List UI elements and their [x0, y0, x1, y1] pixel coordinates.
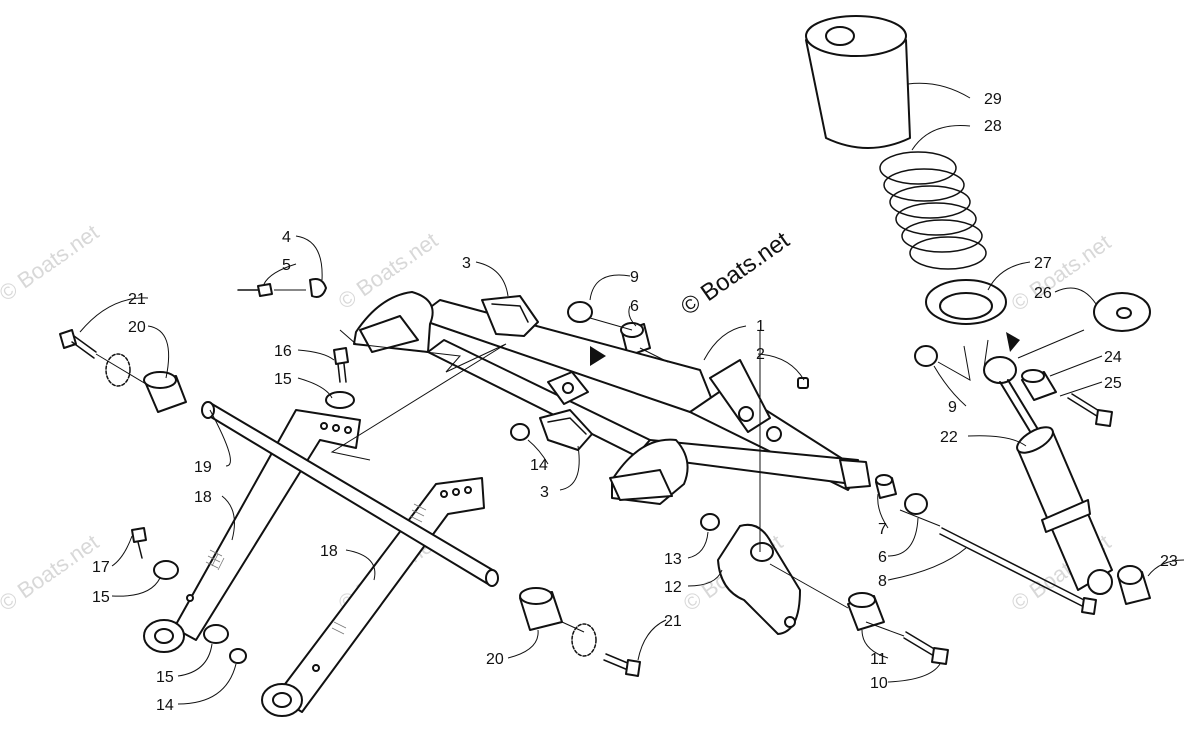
callout-7: 7 — [878, 521, 887, 538]
reference-arrow-left — [590, 346, 606, 366]
callout-25: 25 — [1104, 375, 1122, 392]
callout-14-center: 14 — [530, 457, 548, 474]
part-7-bushing — [875, 474, 897, 499]
part-21-bolt-right — [571, 623, 641, 677]
callout-20-left: 20 — [128, 319, 146, 336]
callout-11: 11 — [870, 651, 887, 668]
callout-leaders — [79, 82, 1185, 705]
part-28-spring — [879, 151, 987, 270]
callout-6-top: 6 — [630, 298, 639, 315]
callout-17: 17 — [92, 559, 110, 576]
callout-15-lower: 15 — [156, 669, 174, 686]
callout-15-top: 15 — [274, 371, 292, 388]
callout-23: 23 — [1160, 553, 1178, 570]
part-15-washer-left — [153, 560, 179, 580]
callout-28: 28 — [984, 118, 1002, 135]
part-29-bumper — [805, 15, 911, 149]
callout-27: 27 — [1034, 255, 1052, 272]
part-20-bushing-left — [143, 371, 187, 413]
part-20-bushing-right — [519, 587, 563, 631]
part-18-arm-right — [261, 477, 485, 717]
callout-16: 16 — [274, 343, 292, 360]
part-27-retainer — [925, 279, 1007, 325]
callout-9-right: 9 — [948, 399, 957, 416]
callout-14-lower: 14 — [156, 697, 174, 714]
part-12-bracket — [717, 523, 801, 635]
callout-12: 12 — [664, 579, 682, 596]
part-23-bushing — [1117, 565, 1151, 605]
part-5-rivet — [237, 283, 273, 297]
part-6-bushing-top — [620, 322, 651, 357]
part-25-bolt — [1067, 393, 1113, 427]
callout-3-lower: 3 — [540, 484, 549, 501]
part-1-a-frame — [415, 299, 871, 491]
callout-5: 5 — [282, 257, 291, 274]
callout-15-left: 15 — [92, 589, 110, 606]
part-11-spacer — [847, 592, 885, 631]
callout-26: 26 — [1034, 285, 1052, 302]
watermark-4: © Boats.net — [0, 529, 103, 616]
callout-10: 10 — [870, 675, 888, 692]
part-15-washer-top — [325, 391, 355, 409]
part-16-bolt — [333, 347, 349, 383]
callout-13: 13 — [664, 551, 682, 568]
callout-29: 29 — [984, 91, 1002, 108]
callout-4: 4 — [282, 229, 291, 246]
part-14-nut-center — [510, 423, 530, 441]
callout-18-right: 18 — [320, 543, 338, 560]
part-10-bolt — [903, 631, 949, 665]
callout-21-left: 21 — [128, 291, 146, 308]
part-13-nut — [700, 513, 720, 531]
callout-20-right: 20 — [486, 651, 504, 668]
assembly-lines — [95, 289, 1085, 637]
callout-24: 24 — [1104, 349, 1122, 366]
part-22-shock — [983, 356, 1113, 595]
part-15-washer-lower — [203, 624, 229, 644]
part-9-nut-right — [914, 345, 938, 367]
part-3-pad-upper — [481, 295, 539, 337]
part-24-spacer — [1021, 369, 1057, 401]
callouts: 29 28 27 26 24 25 9 22 23 1 2 9 6 3 14 3… — [92, 91, 1178, 714]
callout-1: 1 — [756, 318, 765, 335]
callout-19: 19 — [194, 459, 212, 476]
frame-bracket-left — [353, 291, 434, 353]
callout-22: 22 — [940, 429, 958, 446]
part-6-bushing-lower — [904, 493, 928, 515]
part-26-washer — [1093, 292, 1151, 332]
part-4-clip — [309, 278, 327, 298]
watermark-1: © Boats.net — [0, 219, 103, 306]
callout-9-top: 9 — [630, 269, 639, 286]
part-21-bolt-left — [59, 329, 131, 387]
reference-arrow-right — [1006, 332, 1020, 352]
part-18-arm-left — [143, 409, 361, 653]
brand-label: © Boats.net — [676, 226, 795, 320]
part-14-nut-lower — [229, 648, 247, 664]
reference-markers — [590, 332, 1020, 366]
callout-8: 8 — [878, 573, 887, 590]
part-19-shaft — [201, 401, 499, 587]
part-17-bolt — [131, 527, 147, 559]
part-8-long-bolt — [939, 527, 1097, 615]
callout-2: 2 — [756, 346, 765, 363]
frame-bracket-lower — [609, 438, 689, 505]
callout-6-lower: 6 — [878, 549, 887, 566]
part-3-pad-lower — [539, 409, 593, 451]
callout-21-right: 21 — [664, 613, 682, 630]
callout-18-left: 18 — [194, 489, 212, 506]
part-9-nut-top — [567, 301, 593, 323]
part-2-grease-fitting — [797, 377, 809, 389]
callout-3-upper: 3 — [462, 255, 471, 272]
